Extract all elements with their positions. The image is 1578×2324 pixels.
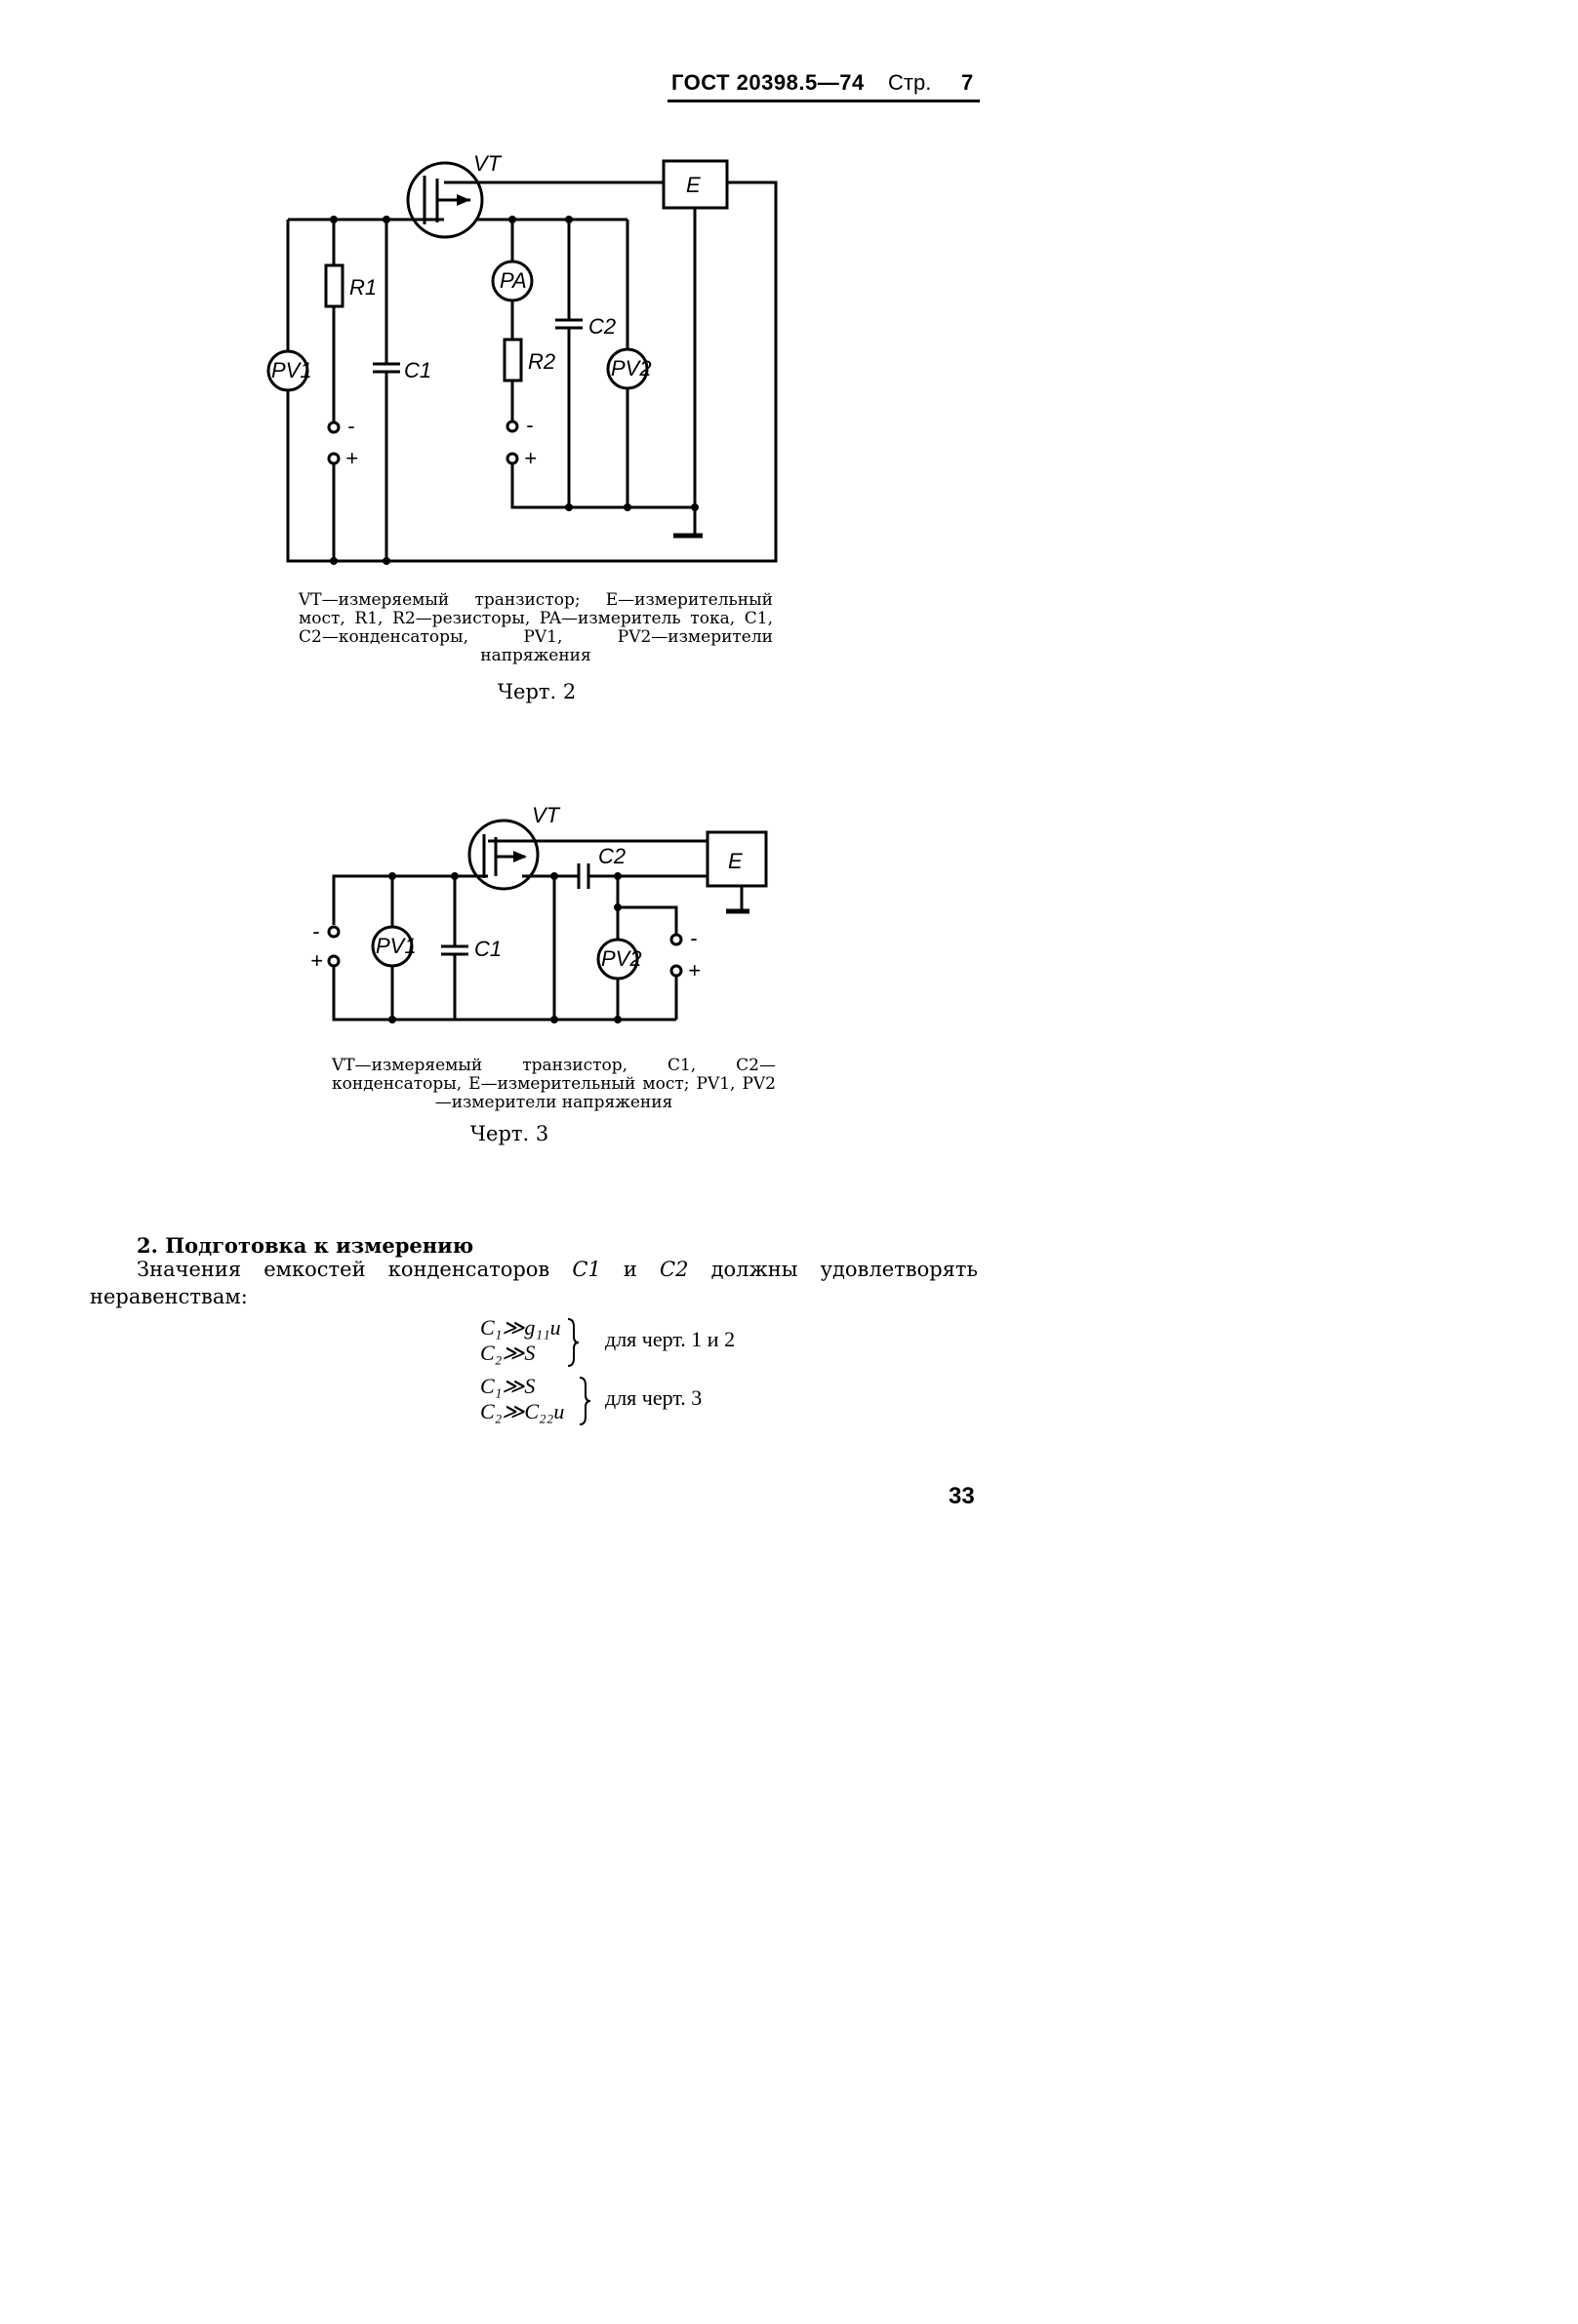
terminal-plus-left: [327, 954, 341, 968]
junction: [388, 1016, 396, 1023]
junction: [550, 872, 558, 880]
paragraph-text-before: Значения емкостей конденсаторов: [137, 1258, 550, 1281]
terminal-plus-right: [669, 964, 683, 978]
top-left-wire: [332, 874, 488, 925]
label-e: E: [728, 849, 743, 873]
junction: [330, 216, 338, 223]
junction: [383, 557, 390, 565]
channel-arrowhead: [513, 851, 527, 862]
junction: [508, 216, 516, 223]
brace-1: [567, 1318, 580, 1367]
formula-1-line-2: C₂≫S: [480, 1341, 536, 1365]
label-minus-right: -: [690, 926, 697, 950]
junction: [565, 503, 573, 511]
label-r2: R2: [528, 349, 555, 374]
terminal-plus-left: [327, 452, 341, 465]
resistor-r1: [324, 263, 344, 308]
label-c1: C1: [404, 358, 431, 382]
paragraph-and: и: [623, 1258, 637, 1281]
transistor-vt: [467, 819, 540, 891]
figure-2-label: Черт. 2: [497, 680, 577, 703]
terminal-minus-left: [327, 421, 341, 434]
terminal-minus-right: [669, 933, 683, 946]
junction: [624, 503, 631, 511]
terminal-plus-mid: [506, 452, 519, 465]
junction: [451, 872, 459, 880]
junction: [565, 216, 573, 223]
figure-3-schematic: VT E C2 C1 PV1 PV2 - + - +: [310, 803, 768, 1023]
junction: [550, 1016, 558, 1023]
formula-2-line-1: C₁≫S: [480, 1374, 536, 1398]
label-plus-left: +: [310, 948, 323, 973]
junction: [330, 557, 338, 565]
label-minus-left: -: [312, 919, 319, 943]
junction: [691, 503, 699, 511]
page-number: 7: [961, 70, 974, 95]
page-header: ГОСТ 20398.5—74 Стр. 7: [644, 66, 981, 102]
label-pv1: PV1: [271, 358, 312, 382]
label-e: E: [686, 173, 701, 197]
label-pa: PA: [500, 268, 527, 293]
formula-2-line-2: C₂≫C₂₂и: [480, 1399, 565, 1423]
header-rule: [668, 100, 980, 102]
formula-1-line-1: C₁≫g₁₁и: [480, 1315, 561, 1340]
right-branch-wire: [618, 905, 678, 935]
page-footer-number: 33: [949, 1483, 975, 1509]
junction: [388, 872, 396, 880]
figure-2-schematic: VT E R1 R2 C1 C2 PA PV1 PV2 - + - +: [266, 151, 778, 565]
formula-group-1: C₁≫g₁₁и C₂≫S для черт. 1 и 2: [480, 1315, 792, 1383]
page-label: Стр.: [888, 70, 932, 95]
bridge-e-box: [706, 830, 768, 888]
figure-3-label: Черт. 3: [469, 1122, 549, 1145]
label-pv2: PV2: [611, 356, 652, 381]
label-vt: VT: [532, 803, 561, 827]
label-vt: VT: [473, 151, 503, 176]
formula-2-note: для черт. 3: [605, 1385, 703, 1410]
section-title: 2. Подготовка к измерению: [137, 1233, 474, 1258]
label-c1: C1: [474, 937, 502, 961]
label-plus-mid: +: [524, 446, 537, 470]
bottom-wire: [332, 966, 676, 1022]
label-plus-right: +: [688, 958, 701, 982]
label-plus-left: +: [345, 446, 358, 470]
label-minus-mid: -: [526, 413, 533, 437]
mid-return-wire: [510, 464, 695, 509]
paragraph-text-after: должны удовлетворять неравенствам:: [90, 1258, 978, 1308]
label-pv2: PV2: [601, 946, 642, 971]
channel-arrowhead: [457, 194, 470, 206]
formula-group-2: C₁≫S C₂≫C₂₂и для черт. 3: [480, 1374, 792, 1442]
label-c2: C2: [588, 314, 616, 339]
label-minus-left: -: [347, 414, 354, 438]
figure-3-caption: VT—измеряемый транзистор, C1, C2—конденс…: [332, 1056, 776, 1112]
terminal-minus-left: [327, 925, 341, 939]
transistor-vt: [406, 161, 484, 239]
outer-wire: [286, 180, 778, 563]
junction: [614, 1016, 622, 1023]
figure-2-caption: VT—измеряемый транзистор; E—измерительны…: [299, 590, 773, 665]
label-r1: R1: [349, 275, 377, 300]
junction: [383, 216, 390, 223]
resistor-r2: [503, 338, 523, 382]
paragraph-c1: C1: [572, 1258, 601, 1281]
paragraph-c2: C2: [660, 1258, 689, 1281]
section-paragraph: Значения емкостей конденсаторов C1 и C2 …: [90, 1256, 978, 1310]
voltmeter-pv1: [266, 349, 309, 392]
brace-2: [579, 1377, 591, 1425]
junction: [614, 872, 622, 880]
label-c2: C2: [598, 844, 626, 868]
formula-1-note: для черт. 1 и 2: [605, 1327, 736, 1351]
junction: [614, 903, 622, 911]
standard-number: ГОСТ 20398.5—74: [671, 70, 865, 95]
terminal-minus-mid: [506, 420, 519, 433]
label-pv1: PV1: [376, 934, 417, 958]
